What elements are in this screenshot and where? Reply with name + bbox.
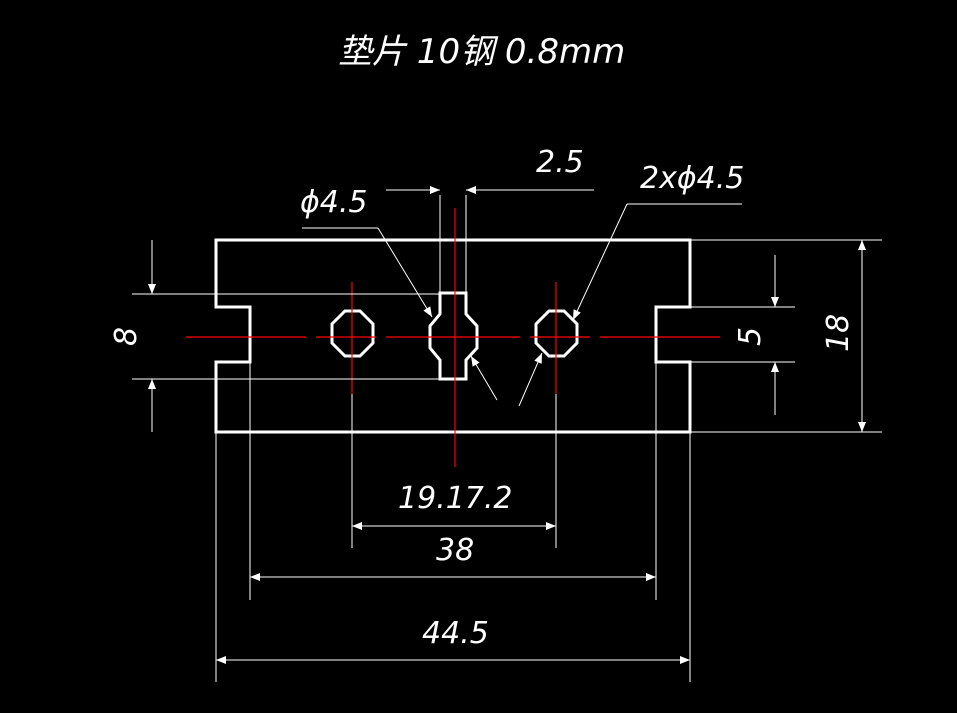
dim-slot-width: 2.5 xyxy=(536,145,584,180)
drawing-title: 垫片 10钢 0.8mm xyxy=(338,32,625,72)
dim-overall-width: 44.5 xyxy=(422,616,489,651)
part-outline xyxy=(214,238,692,434)
dimension-lines xyxy=(132,186,882,682)
centerlines xyxy=(186,208,720,467)
dim-notch-height: 8 xyxy=(109,327,144,346)
dim-hole-spacing-label: 19.17.2 xyxy=(398,481,513,516)
dim-overall-height: 18 xyxy=(821,314,856,352)
right-hole-outline xyxy=(534,309,579,358)
dim-hole-spacing: 38 xyxy=(436,533,474,568)
dim-two-holes-diameter: 2xϕ4.5 xyxy=(640,161,744,196)
dim-center-hole-diameter: ϕ4.5 xyxy=(300,185,368,220)
center-slot-outline xyxy=(428,291,479,381)
left-hole-outline xyxy=(330,309,375,358)
dim-tab-height: 5 xyxy=(733,327,768,346)
